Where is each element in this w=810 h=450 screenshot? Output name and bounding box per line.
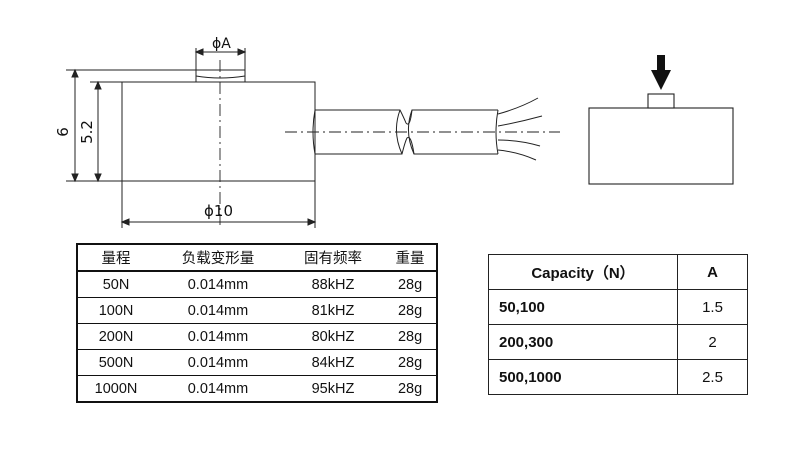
dimension-label-phi10: ϕ10	[204, 202, 233, 220]
dimension-phiA	[194, 48, 247, 70]
capacity-cell: 50,100	[488, 289, 678, 325]
spec-table: 量程 负载变形量 固有频率 重量 50N 0.014mm 88kHZ 28g 1…	[75, 243, 438, 403]
table-row: 500N 0.014mm 84kHZ 28g	[75, 349, 438, 376]
spec-header-frequency: 固有频率	[281, 244, 385, 271]
a-value-cell: 2.5	[677, 359, 748, 395]
load-arrow-icon	[651, 55, 671, 90]
dimension-label-phiA: ϕA	[212, 36, 231, 52]
dimension-height-6	[66, 68, 196, 183]
dimension-phi10	[120, 154, 317, 228]
spec-cell-weight: 28g	[384, 323, 438, 350]
table-row: 100N 0.014mm 81kHZ 28g	[75, 297, 438, 324]
spec-cell-frequency: 80kHZ	[311, 328, 355, 345]
table-row: 50,100 1.5	[488, 289, 748, 325]
spec-cell-deformation: 0.014mm	[187, 276, 249, 293]
load-illustration	[588, 55, 734, 185]
cable-outline	[312, 97, 543, 161]
table-row: 200,300 2	[488, 324, 748, 360]
spec-cell-frequency: 84kHZ	[311, 354, 355, 371]
spec-table-header: 量程 负载变形量 固有频率 重量	[75, 244, 438, 271]
spec-cell-weight: 28g	[384, 297, 438, 324]
loaded-sensor-body	[588, 107, 734, 185]
spec-cell-deformation: 0.014mm	[187, 328, 249, 345]
spec-header-deformation: 负载变形量	[154, 244, 282, 271]
a-value-cell: 1.5	[677, 289, 748, 325]
spec-header-weight: 重量	[384, 244, 438, 271]
capacity-table-header: Capacity（N） A	[488, 254, 748, 290]
dimension-label-6: 6	[54, 127, 72, 137]
table-row: 500,1000 2.5	[488, 359, 748, 395]
capacity-cell: 500,1000	[488, 359, 678, 395]
load-button-outline	[195, 69, 246, 82]
spec-cell-frequency: 88kHZ	[311, 276, 355, 293]
sensor-dimension-drawing: ϕA 6 5.2 ϕ10	[54, 36, 734, 228]
spec-header-range: 量程	[75, 244, 155, 271]
sensor-body-outline	[121, 81, 316, 182]
spec-cell-deformation: 0.014mm	[187, 380, 249, 397]
capacity-cell: 200,300	[488, 324, 678, 360]
spec-cell-frequency: 81kHZ	[311, 302, 355, 319]
a-header: A	[677, 254, 748, 290]
spec-cell-deformation: 0.014mm	[187, 302, 249, 319]
dimension-height-5-2	[90, 80, 122, 183]
spec-cell-range: 1000N	[75, 375, 155, 402]
spec-cell-deformation: 0.014mm	[187, 354, 249, 371]
table-row: 1000N 0.014mm 95kHZ 28g	[75, 375, 438, 402]
loaded-sensor-button	[647, 93, 675, 109]
a-value-cell: 2	[677, 324, 748, 360]
capacity-header: Capacity（N）	[488, 254, 678, 290]
dimension-label-5-2: 5.2	[78, 120, 96, 144]
spec-cell-weight: 28g	[384, 375, 438, 402]
spec-cell-range: 100N	[75, 297, 155, 324]
table-row: 200N 0.014mm 80kHZ 28g	[75, 323, 438, 350]
capacity-table: Capacity（N） A 50,100 1.5 200,300 2 500,1…	[488, 254, 748, 395]
spec-cell-weight: 28g	[384, 349, 438, 376]
spec-cell-frequency: 95kHZ	[311, 380, 355, 397]
table-row: 50N 0.014mm 88kHZ 28g	[75, 271, 438, 298]
spec-cell-range: 50N	[75, 271, 155, 298]
spec-cell-weight: 28g	[384, 271, 438, 298]
spec-cell-range: 500N	[75, 349, 155, 376]
spec-cell-range: 200N	[75, 323, 155, 350]
